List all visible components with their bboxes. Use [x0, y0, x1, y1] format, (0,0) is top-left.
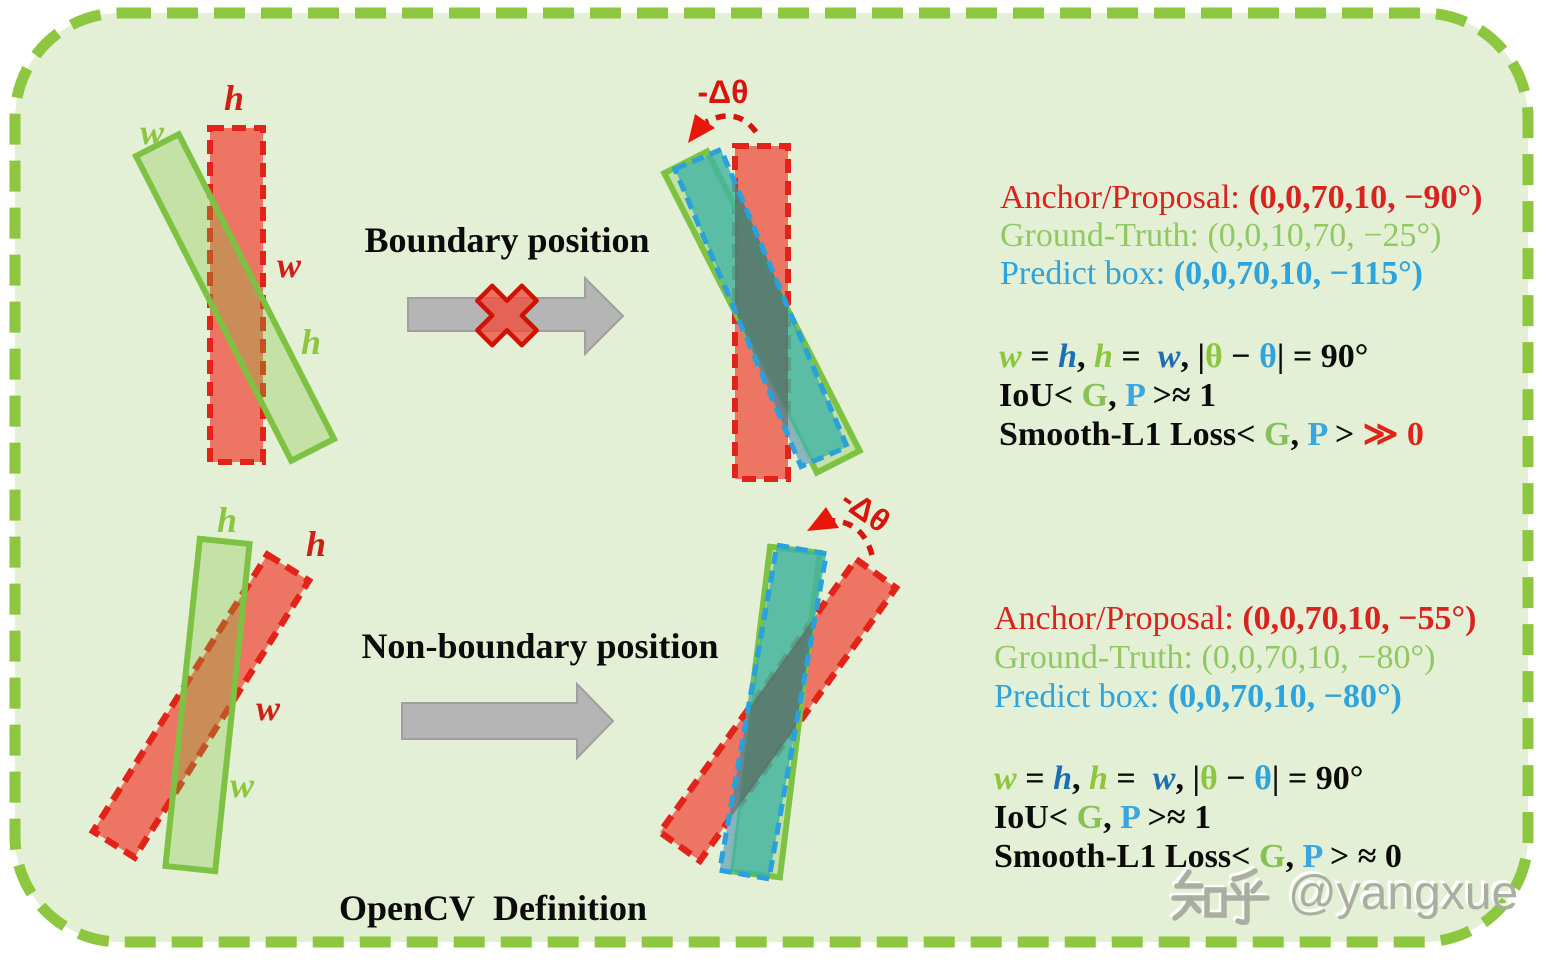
svg-text:h: h: [217, 500, 237, 540]
svg-text:w: w: [230, 765, 255, 805]
svg-text:Smooth-L1 Loss< G, P > ≫ 0: Smooth-L1 Loss< G, P > ≫ 0: [999, 416, 1424, 453]
svg-text:w: w: [277, 245, 302, 285]
svg-text:Smooth-L1 Loss< G, P > ≈ 0: Smooth-L1 Loss< G, P > ≈ 0: [994, 838, 1402, 875]
svg-text:Ground-Truth: (0,0,10,70, −25°: Ground-Truth: (0,0,10,70, −25°): [1000, 217, 1441, 254]
svg-text:w: w: [140, 112, 165, 152]
svg-text:h: h: [306, 524, 326, 564]
svg-text:@yangxue: @yangxue: [1288, 867, 1518, 920]
svg-text:Boundary position: Boundary position: [364, 220, 649, 260]
svg-text:h: h: [301, 322, 321, 362]
svg-text:IoU< G, P >≈ 1: IoU< G, P >≈ 1: [999, 377, 1216, 414]
svg-text:OpenCV Definition: OpenCV Definition: [339, 888, 647, 928]
svg-text:Predict box: (0,0,70,10, −80°): Predict box: (0,0,70,10, −80°): [994, 678, 1402, 715]
svg-text:h: h: [224, 78, 244, 118]
svg-text:w = h, h = w, |θ − θ| = 90°: w = h, h = w, |θ − θ| = 90°: [999, 338, 1368, 375]
svg-text:Non-boundary position: Non-boundary position: [361, 626, 718, 666]
svg-text:Anchor/Proposal: (0,0,70,10, −: Anchor/Proposal: (0,0,70,10, −55°): [994, 600, 1476, 637]
svg-text:Anchor/Proposal: (0,0,70,10, −: Anchor/Proposal: (0,0,70,10, −90°): [1000, 179, 1482, 216]
svg-text:IoU< G, P >≈ 1: IoU< G, P >≈ 1: [994, 799, 1211, 836]
svg-text:-Δθ: -Δθ: [698, 74, 749, 110]
svg-text:Predict box: (0,0,70,10, −115°: Predict box: (0,0,70,10, −115°): [1000, 255, 1423, 292]
svg-text:Ground-Truth: (0,0,70,10, −80°: Ground-Truth: (0,0,70,10, −80°): [994, 639, 1435, 676]
svg-text:@yangxue: @yangxue: [1285, 864, 1515, 917]
svg-text:w = h, h = w, |θ − θ| = 90°: w = h, h = w, |θ − θ| = 90°: [994, 760, 1363, 797]
svg-text:w: w: [256, 688, 281, 728]
